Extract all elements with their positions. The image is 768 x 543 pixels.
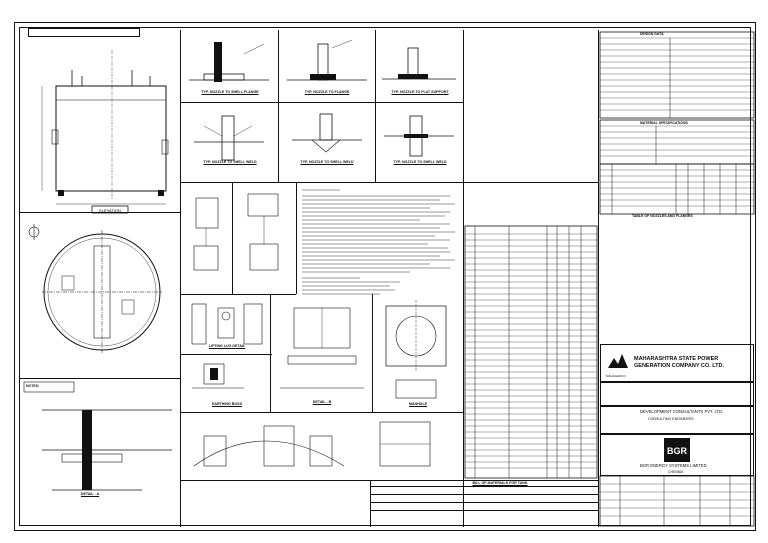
detail-b-drawing [280,307,364,389]
bom-caption: BILL OF MATERIALS FOR TANK [472,481,528,485]
svg-text:BGR: BGR [667,446,688,456]
nozzle-detail-4 [194,115,264,161]
support-detail-drawing [193,425,345,467]
client-short-name: MAHAGENCO [606,374,626,378]
grid-line [370,510,598,511]
nozzle-detail-6 [384,115,454,157]
grid-line [180,480,598,481]
revision-block-table [599,475,755,527]
grid-line [370,502,598,503]
grid-line [370,480,371,527]
client-name-line2: GENERATION COMPANY CO. LTD. [634,363,725,369]
vendor-city: CHENNAI [668,470,684,474]
manhole-caption: MANHOLE [408,402,428,406]
svg-text:ELEVATION: ELEVATION [99,208,121,213]
earthing-caption: EARTHING BOSS [212,402,242,406]
grid-line [180,182,598,183]
lifting-lug-drawing [191,303,263,345]
view3-caption: TYP. NOZZLE TO FLAT SUPPORT [391,90,449,94]
tank-elevation-drawing: ELEVATION [41,50,169,214]
vendor-name: BGR ENERGY SYSTEMS LIMITED [640,463,707,468]
grid-line [296,182,297,294]
nozzle-flange-table [599,163,755,215]
bgr-logo: BGR [664,438,690,462]
nozzle-schedule-table [464,225,598,479]
grid-line [375,30,376,182]
grid-line [180,30,181,527]
material-spec-header: MATERIAL SPECIFICATIONS [640,121,688,125]
notes-label: NOTES: [26,384,40,388]
small-detail-1 [193,197,219,271]
client-name-line1: MAHARASHTRA STATE POWER [634,356,719,362]
grid-line [180,354,272,355]
view5-caption: TYP. NOZZLE TO SHELL WELD [300,160,354,164]
grid-line [20,378,180,379]
nozzle-detail-5 [292,113,362,153]
detail-a-drawing [23,381,172,491]
grid-line [278,30,279,182]
view6-caption: TYP. NOZZLE TO SHELL WELD [393,160,447,164]
project-block [600,382,754,406]
view1-caption: TYP. NOZZLE TO SHELL FLANGE [201,90,259,94]
tank-plan-drawing [28,224,162,354]
mahagenco-logo [608,354,628,368]
view4-caption: TYP. NOZZLE TO SHELL WELD [203,160,257,164]
grid-line [232,182,233,294]
view2-caption: TYP. NOZZLE TO FLANGE [304,90,350,94]
support-detail-drawing-2 [379,421,431,467]
detail-a-caption: DETAIL - A [80,492,100,496]
lifting-caption: LIFTING LUG DETAIL [208,344,246,348]
earthing-boss-drawing [192,363,244,389]
grid-line [598,30,599,527]
detail-b-caption: DETAIL - B [312,400,332,404]
nozzle-table-caption: TABLE OF NOZZLES AND FLANGES [632,214,693,218]
material-spec-table [599,119,755,165]
general-notes-text [302,189,455,295]
grid-line [20,212,180,213]
grid-line [372,294,373,412]
consultant-name: DEVELOPMENT CONSULTANTS PVT. LTD. [640,409,724,414]
grid-line [370,494,598,495]
manhole-drawing [385,300,447,399]
top-reference-strip [28,28,140,37]
grid-line [180,294,296,295]
vendor-block [600,434,754,476]
consultant-block [600,406,754,434]
client-block [600,344,754,382]
grid-line [370,486,598,487]
grid-line [180,102,463,103]
nozzle-detail-1 [189,42,269,82]
drawing-inner-border [19,27,751,526]
grid-line [180,412,463,413]
small-detail-2 [247,193,279,271]
grid-line [270,294,271,412]
nozzle-detail-2 [287,39,367,81]
drawing-sheet-border [14,22,756,531]
nozzle-detail-3 [382,47,456,80]
design-data-table [599,31,755,119]
grid-line [463,30,464,527]
consultant-subtitle: CONSULTING ENGINEERS [648,417,694,421]
design-data-header: DESIGN DATA [640,32,664,36]
